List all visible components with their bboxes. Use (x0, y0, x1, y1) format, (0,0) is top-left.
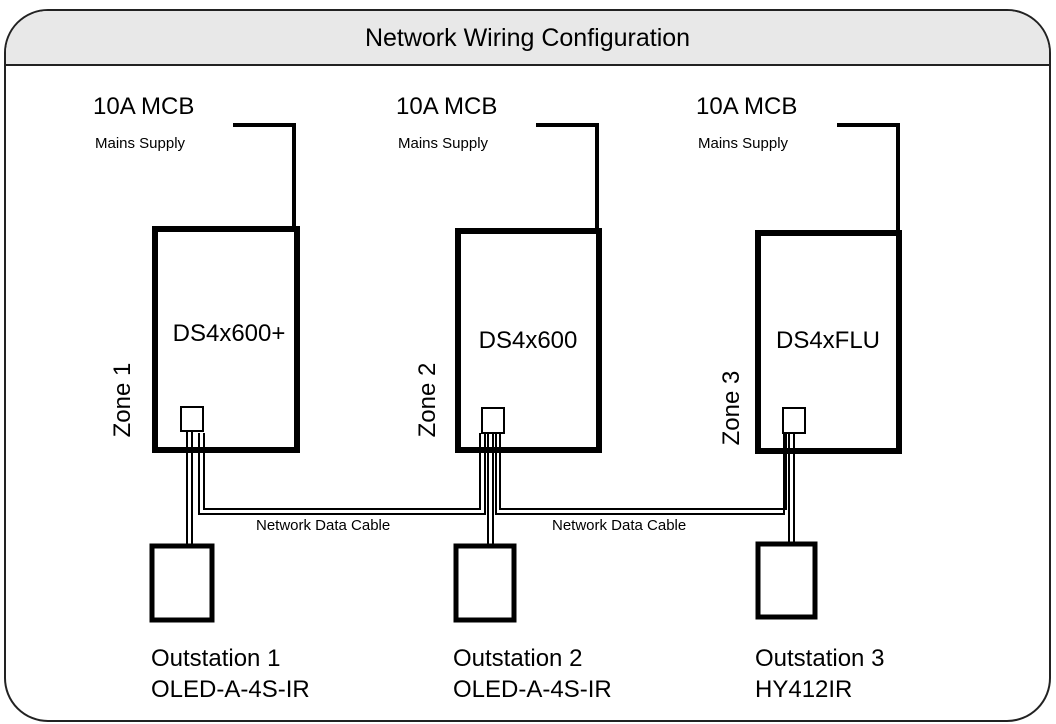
unit-3: 10A MCB Mains Supply DS4xFLU Zone 3 Outs… (696, 93, 902, 703)
cable-2-3-outer (495, 433, 785, 515)
cable-1-2-outer (198, 433, 486, 515)
network-data-cable: Network Data Cable Network Data Cable (198, 433, 787, 534)
outstation-name-1: Outstation 1 (151, 645, 280, 672)
outstation-name-2: Outstation 2 (453, 645, 582, 672)
network-port-2 (481, 407, 505, 434)
controller-label-3: DS4xFLU (776, 327, 880, 354)
unit-1: 10A MCB Mains Supply DS4x600+ Zone 1 Out… (93, 93, 310, 703)
controller-label-1: DS4x600+ (173, 320, 286, 347)
outstation-box-1 (149, 543, 215, 623)
supply-label-1: Mains Supply (95, 135, 186, 152)
cable-2-3-inner (499, 433, 787, 510)
breaker-label-1: 10A MCB (93, 93, 194, 120)
supply-label-3: Mains Supply (698, 135, 789, 152)
breaker-label-2: 10A MCB (396, 93, 497, 120)
outstation-name-3: Outstation 3 (755, 645, 884, 672)
supply-label-2: Mains Supply (398, 135, 489, 152)
breaker-label-3: 10A MCB (696, 93, 797, 120)
network-port-3 (782, 407, 806, 434)
network-port-1 (180, 406, 204, 432)
controller-box-1 (152, 226, 300, 453)
diagram-frame: Network Wiring Configuration (4, 9, 1051, 722)
outstation-model-2: OLED-A-4S-IR (453, 676, 612, 703)
diagram-title: Network Wiring Configuration (364, 24, 691, 52)
outstation-model-1: OLED-A-4S-IR (151, 676, 310, 703)
unit-2: 10A MCB Mains Supply DS4x600 Zone 2 Outs… (396, 93, 612, 703)
cable-label-2: Network Data Cable (552, 517, 686, 534)
zone-label-2: Zone 2 (414, 363, 441, 438)
mains-wire-3 (837, 123, 900, 233)
zone-label-3: Zone 3 (718, 371, 745, 446)
mains-wire-2 (536, 123, 599, 231)
mains-wire-1 (233, 123, 296, 229)
controller-box-3 (755, 230, 902, 454)
outstation-model-3: HY412IR (755, 676, 852, 703)
cable-label-1: Network Data Cable (256, 517, 390, 534)
controller-label-2: DS4x600 (479, 327, 578, 354)
outstation-box-3 (755, 541, 818, 620)
zone-label-1: Zone 1 (109, 363, 136, 438)
title-bar: Network Wiring Configuration (6, 11, 1049, 66)
cable-1-2-inner (203, 433, 481, 510)
outstation-box-2 (453, 543, 517, 623)
